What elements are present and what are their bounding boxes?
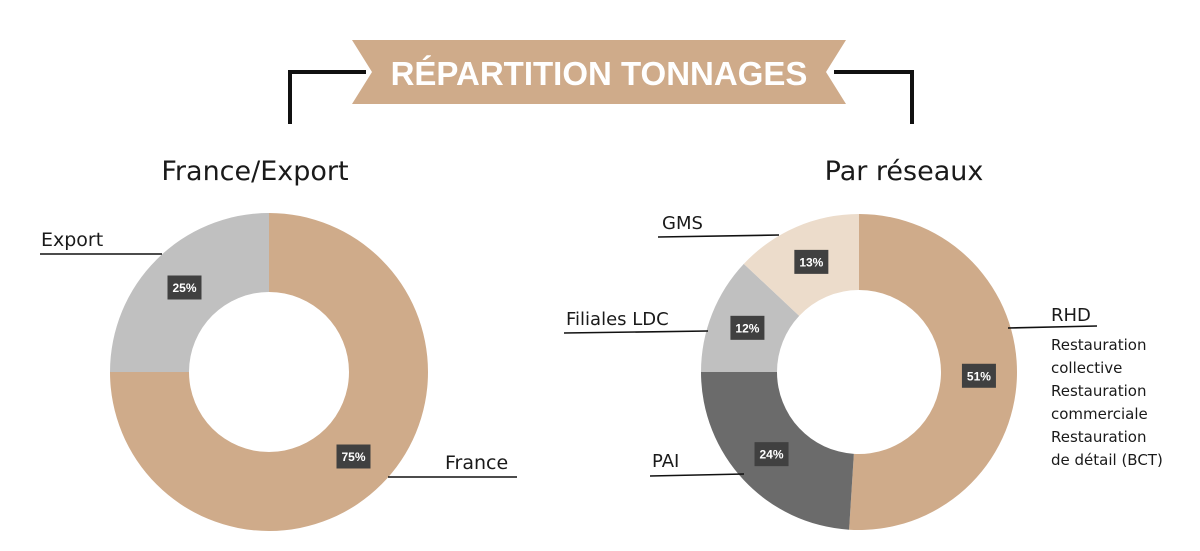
value-badge-pai [754, 442, 789, 467]
slice-label-france: France [445, 452, 508, 474]
banner-frame-left [288, 70, 366, 124]
value-label-gms: 13% [799, 255, 823, 269]
slice-label-pai: PAI [652, 451, 679, 472]
rhd-detail-line: commerciale [1051, 405, 1148, 423]
slice-label-rhd: RHD [1051, 305, 1091, 326]
banner: RÉPARTITION TONNAGES [288, 40, 914, 124]
value-badge-gms [794, 249, 829, 274]
leader-line-rhd [1007, 325, 1098, 329]
leader-line-pai [649, 473, 745, 477]
banner-ribbon [352, 40, 846, 104]
slice-rhd [849, 214, 1017, 530]
value-label-export: 25% [172, 281, 196, 295]
slice-label-filiales-ldc: Filiales LDC [566, 309, 669, 330]
value-badge-france [336, 444, 371, 469]
chart-france-export: France/Export 75% 25% Export France [40, 156, 517, 531]
value-badge-export [167, 275, 202, 300]
rhd-detail-line: Restauration [1051, 336, 1146, 354]
value-label-rhd: 51% [967, 369, 991, 383]
leader-line-gms [657, 234, 780, 238]
donut-par-reseaux: 51% 24% 12% 13% [701, 214, 1017, 530]
value-label-pai: 24% [760, 448, 784, 462]
value-label-france: 75% [341, 450, 365, 464]
banner-title: RÉPARTITION TONNAGES [391, 55, 808, 92]
chart-title-par-reseaux: Par réseaux [825, 156, 984, 187]
value-badge-filiales-ldc [730, 315, 765, 340]
leader-line-filiales-ldc [563, 330, 709, 334]
chart-title-france-export: France/Export [161, 156, 348, 187]
donut-france-export: 75% 25% [110, 213, 428, 531]
rhd-detail-line: Restauration [1051, 382, 1146, 400]
rhd-detail-line: collective [1051, 359, 1122, 377]
chart-par-reseaux: Par réseaux 51% 24% 12% 13% GMS Filiales LD… [563, 156, 1163, 530]
slice-label-gms: GMS [662, 213, 703, 234]
value-badge-rhd [961, 363, 996, 388]
slice-label-export: Export [41, 229, 103, 251]
rhd-detail-line: Restauration [1051, 428, 1146, 446]
rhd-details: Restauration collective Restauration com… [1051, 336, 1163, 469]
value-label-filiales-ldc: 12% [735, 321, 759, 335]
rhd-detail-line: de détail (BCT) [1051, 451, 1163, 469]
banner-frame-right [834, 70, 914, 124]
